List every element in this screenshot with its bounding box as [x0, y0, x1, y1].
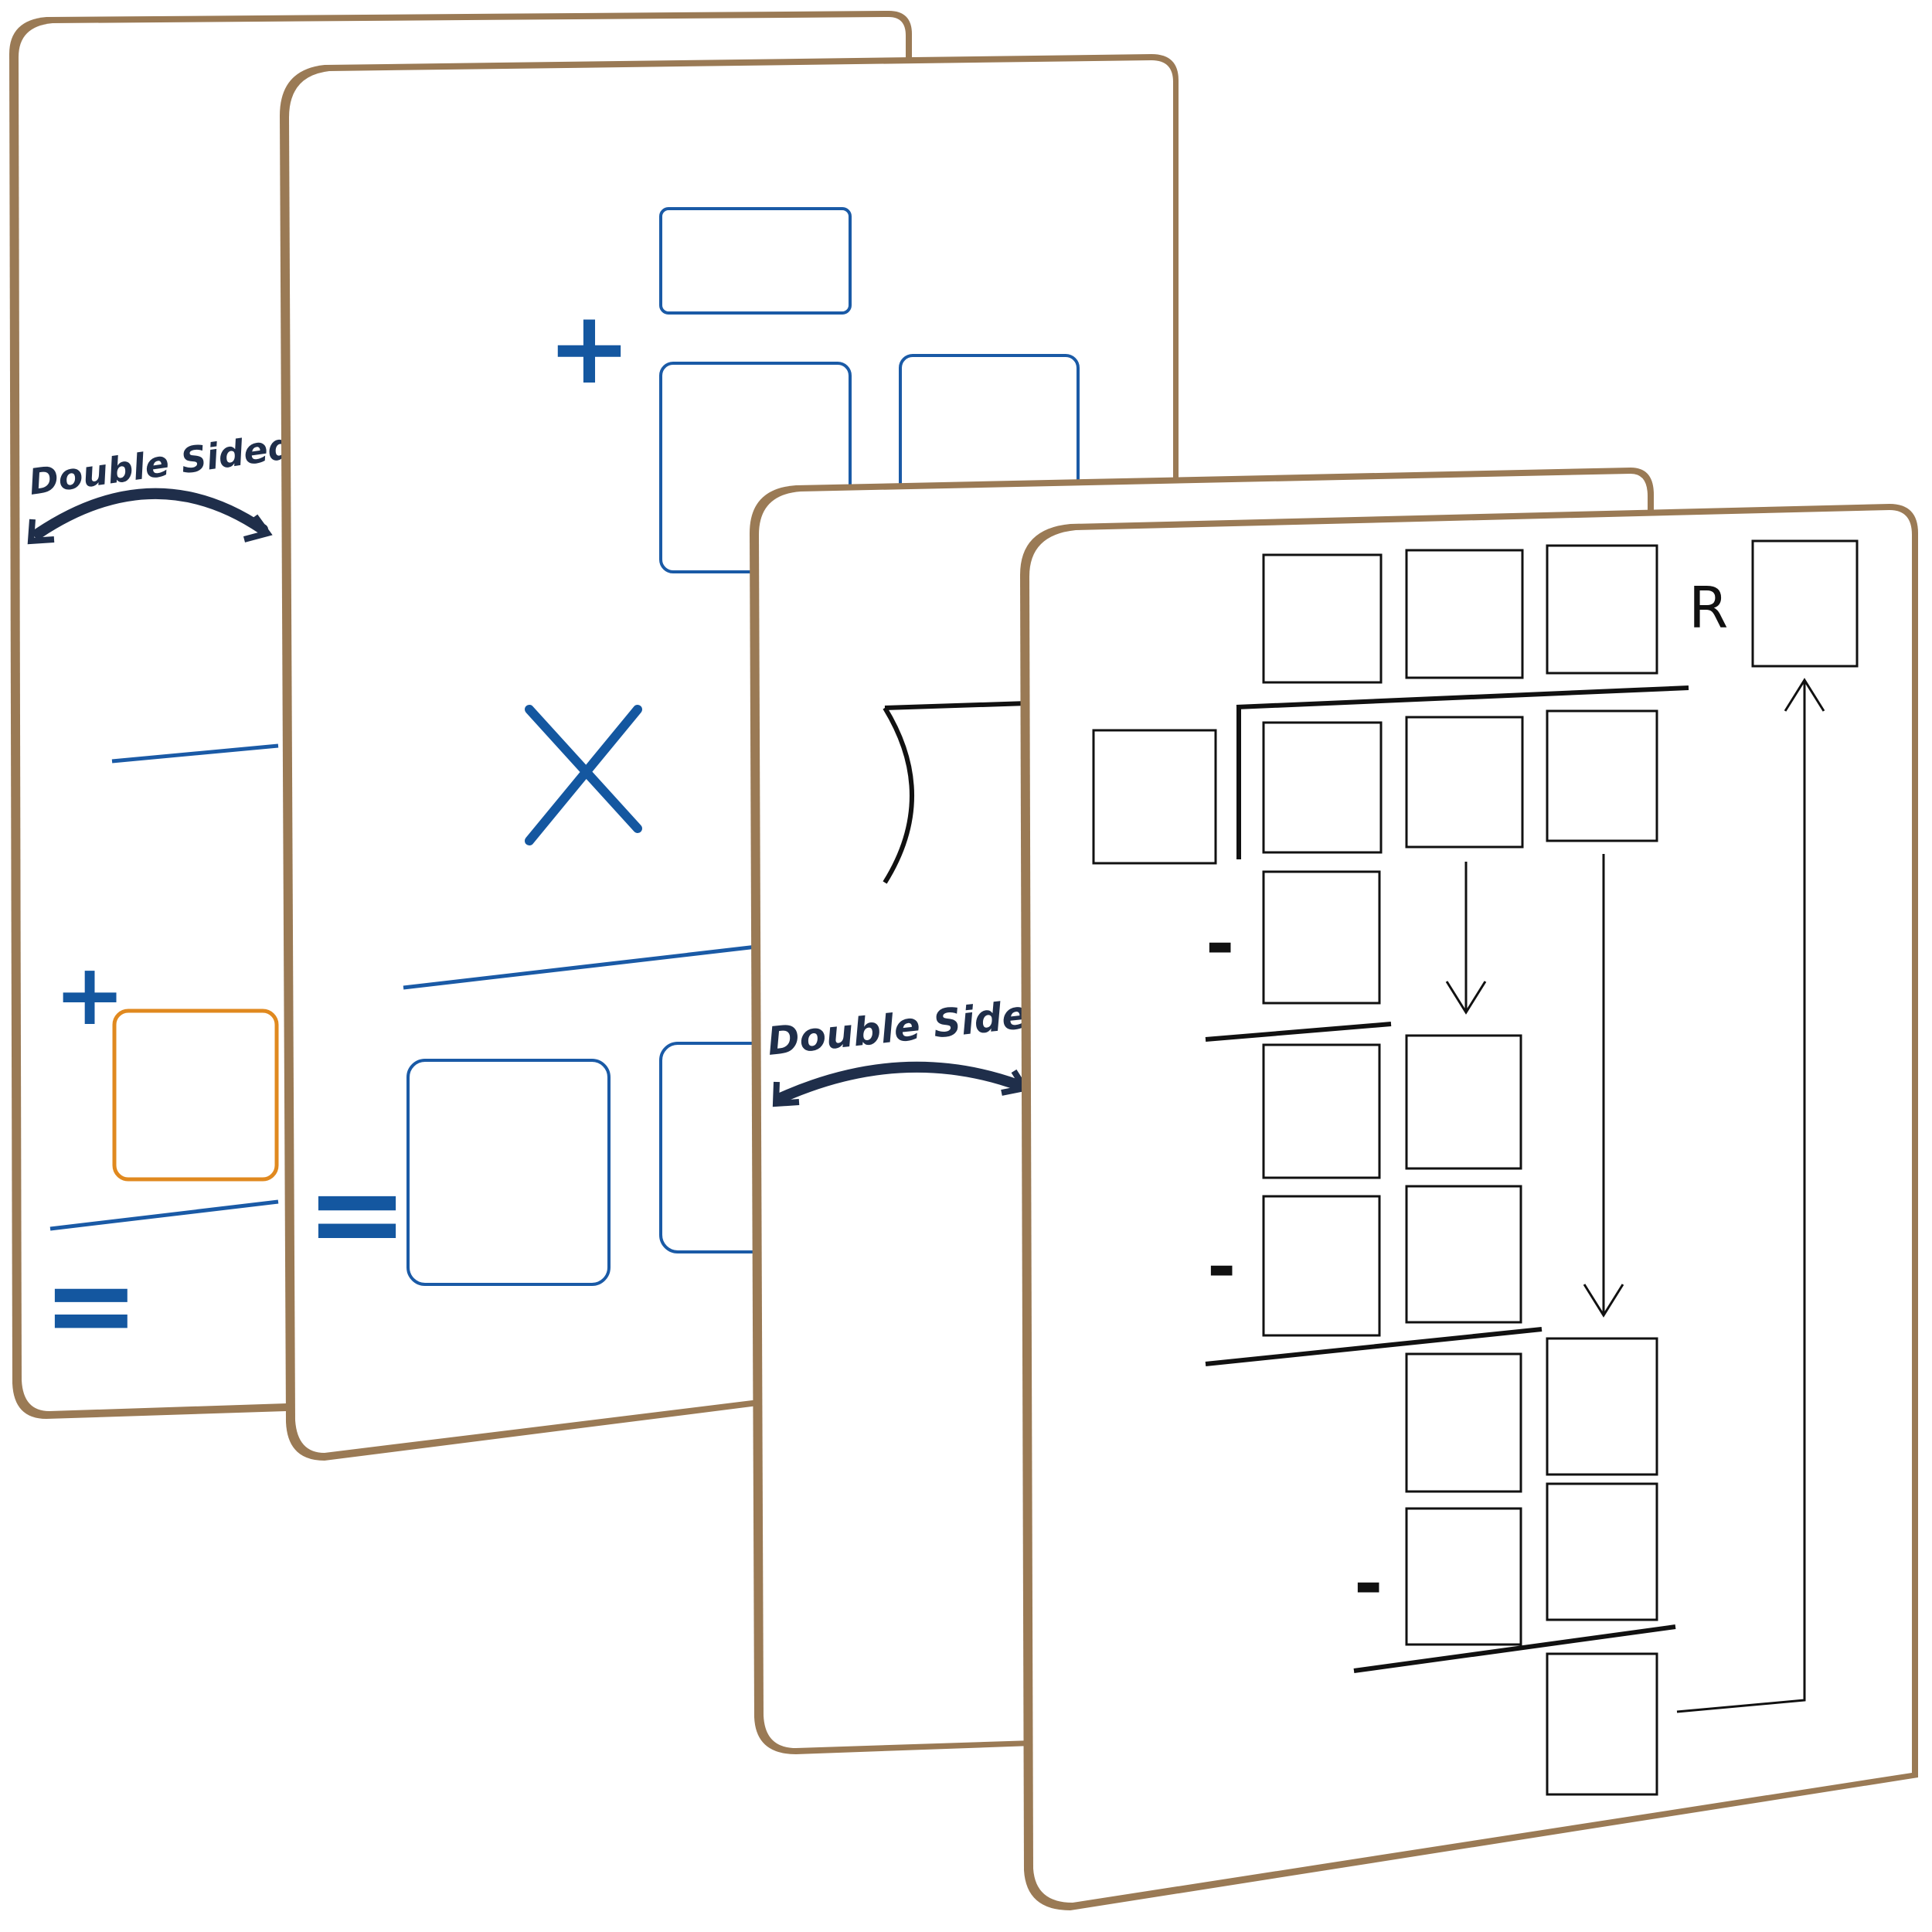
quotient-box-3 — [1546, 544, 1658, 675]
dividend-box-1 — [1262, 721, 1383, 854]
subtract-box-1 — [1262, 870, 1381, 1005]
up-arrow-icon — [1676, 678, 1825, 1713]
subtract-box-2b — [1405, 1185, 1522, 1324]
step3-box-2 — [1546, 1337, 1658, 1476]
minus-sign-1: - — [1206, 903, 1234, 985]
total-line — [49, 1199, 279, 1231]
top-box — [659, 207, 852, 315]
long-division-bracket-icon — [883, 701, 1029, 884]
product-line — [403, 942, 777, 990]
division-bar — [1236, 685, 1689, 709]
step2-box-2 — [1405, 1034, 1522, 1170]
double-sided-arrow-icon — [33, 488, 268, 539]
subtract-box-2a — [1262, 1195, 1381, 1337]
final-remainder-box — [1546, 1652, 1658, 1796]
plus-sign: + — [547, 289, 631, 406]
double-sided-arrow-icon — [777, 1061, 1026, 1103]
subtract-line-1 — [1205, 1022, 1392, 1042]
quotient-box-1 — [1262, 553, 1383, 684]
dividend-box-3 — [1546, 709, 1658, 842]
step2-box-1 — [1262, 1043, 1381, 1179]
subtract-box-3a — [1405, 1507, 1522, 1646]
down-arrow-icon — [1445, 862, 1487, 1015]
subtract-line-2 — [1205, 1327, 1543, 1366]
minus-sign-2: - — [1207, 1226, 1236, 1308]
equals-sign: = — [305, 1141, 409, 1285]
times-sign — [525, 705, 642, 845]
sum-line — [111, 743, 279, 764]
answer-box-left — [406, 1059, 611, 1286]
dividend-box-2 — [1405, 716, 1524, 849]
remainder-box — [1751, 539, 1859, 668]
quotient-box-2 — [1405, 549, 1524, 679]
step3-box-1 — [1405, 1352, 1522, 1493]
minus-sign-3: - — [1354, 1543, 1383, 1624]
remainder-label: R — [1689, 575, 1728, 641]
answer-box-orange — [112, 1009, 279, 1182]
equals-sign: = — [43, 1238, 140, 1372]
divisor-box — [1092, 729, 1217, 865]
subtract-box-3b — [1546, 1482, 1658, 1621]
board-long-division-front: R - - - — [1020, 504, 1918, 1910]
subtract-line-3 — [1353, 1624, 1676, 1673]
down-arrow-icon — [1583, 854, 1624, 1318]
